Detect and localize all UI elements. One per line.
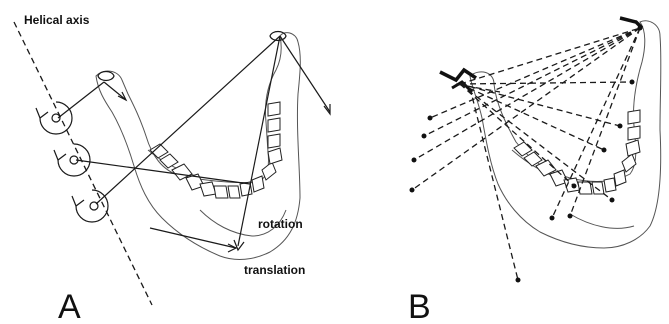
rotation-circle-3 (72, 190, 108, 222)
condyle-top-marker (270, 32, 286, 41)
condyle-left-marker (98, 72, 114, 81)
rotation-circle-1 (36, 102, 72, 134)
panel-a: Helical axis (14, 13, 330, 324)
rotation-label: rotation (258, 217, 303, 231)
helical-axis-label: Helical axis (24, 13, 90, 27)
teeth-lower-b (514, 110, 640, 194)
translation-label: translation (244, 263, 305, 277)
helical-axis-line (14, 22, 152, 305)
teeth-lower-a (150, 102, 282, 198)
panel-a-letter: A (58, 288, 81, 324)
panel-b-letter: B (408, 288, 431, 324)
rotation-circle-2 (54, 144, 90, 176)
panel-b: B (408, 18, 661, 324)
